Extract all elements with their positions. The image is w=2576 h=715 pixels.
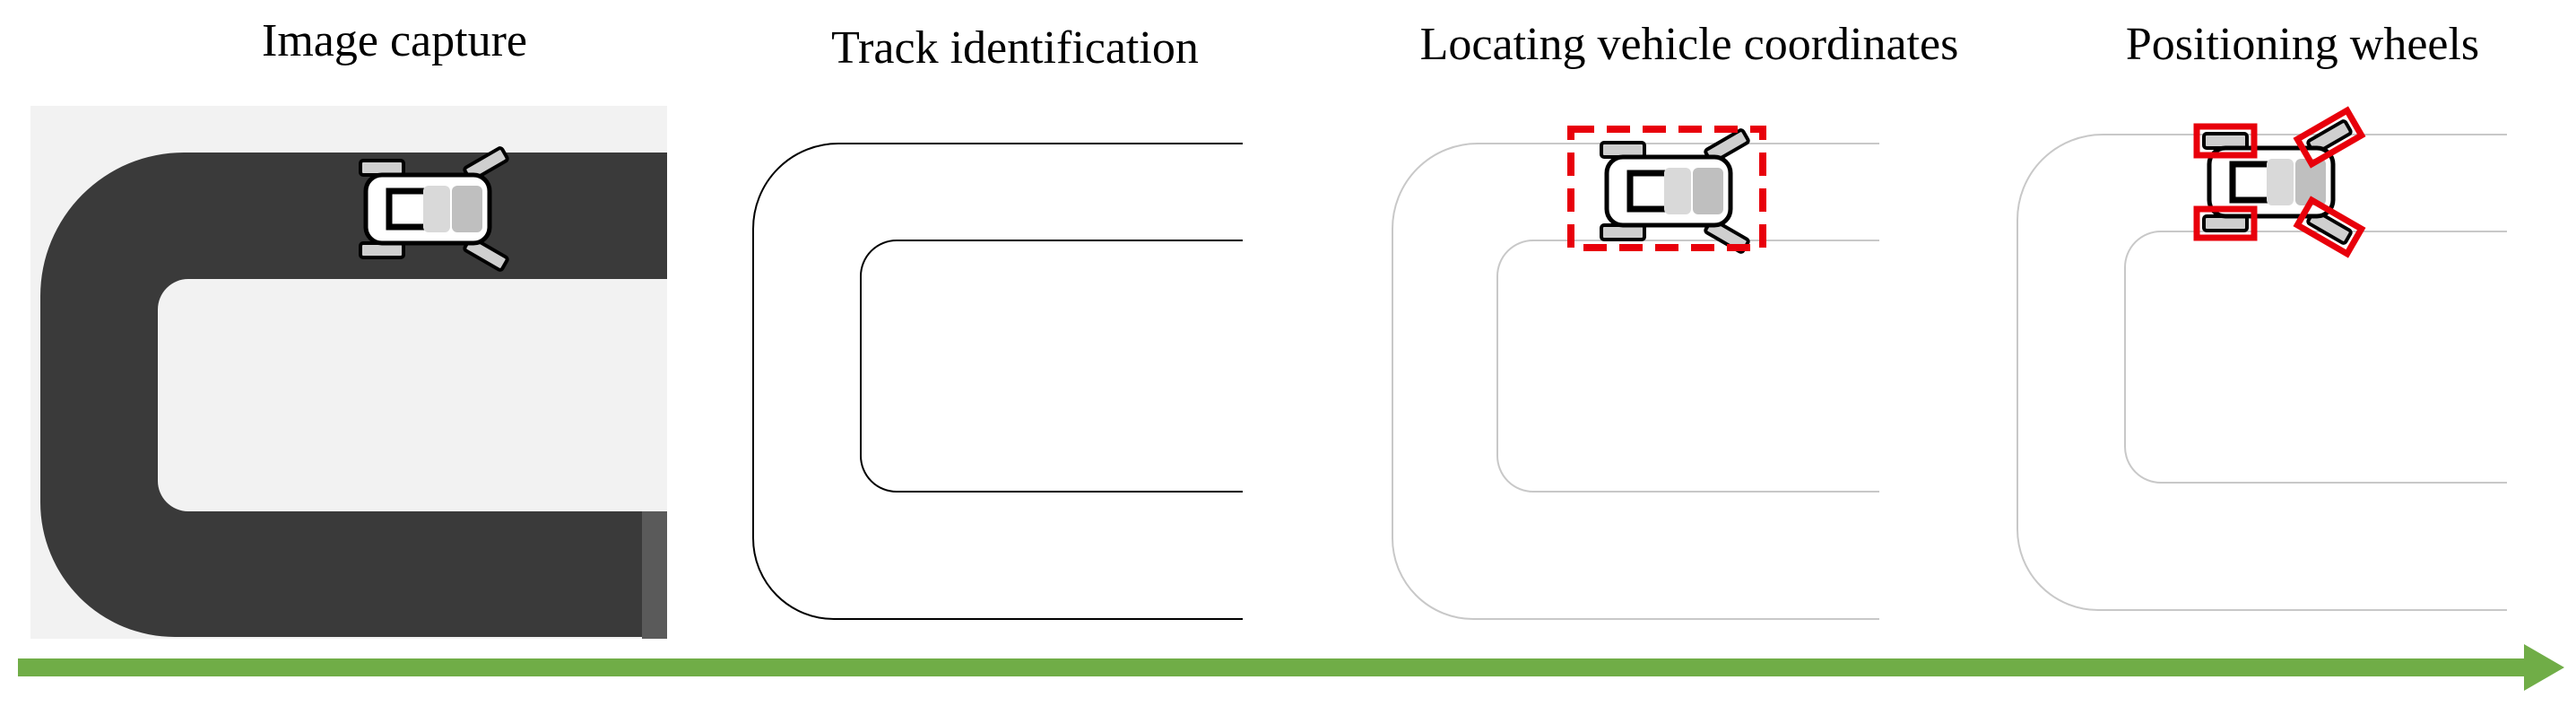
step-title-positioning-wheels: Positioning wheels: [2126, 19, 2479, 70]
inner-track-edge: [1496, 240, 1879, 493]
panel-positioning-wheels: [2017, 106, 2507, 611]
step-title-track-identification: Track identification: [831, 22, 1199, 74]
vehicle-icon: [2193, 106, 2366, 258]
panel-image-capture: [30, 106, 667, 639]
panel-locating-vehicle-coordinates: [1392, 126, 1879, 620]
wheel-marker-front-bottom: [2293, 196, 2366, 258]
outer-track-edge: [2017, 134, 2507, 611]
vehicle-icon: [1600, 128, 1750, 254]
step-title-image-capture: Image capture: [262, 15, 527, 66]
vehicle-icon: [359, 146, 509, 272]
inner-track-edge: [860, 240, 1243, 493]
track-dark-band: [40, 153, 667, 637]
wheel-marker-rear-top: [2193, 123, 2258, 159]
photo-right-edge: [642, 511, 667, 639]
timeline-arrow: [18, 644, 2564, 691]
wheel-marker-rear-bottom: [2193, 205, 2258, 241]
wheel-markers: [2193, 106, 2366, 258]
outer-track-edge: [752, 143, 1243, 620]
wheel-marker-front-top: [2293, 106, 2366, 169]
panel-track-identification: [752, 143, 1243, 620]
step-title-locating-vehicle-coordinates: Locating vehicle coordinates: [1420, 19, 1959, 70]
inner-track-edge: [2124, 231, 2507, 484]
outer-track-edge: [1392, 143, 1879, 620]
bounding-box: [1567, 126, 1766, 251]
